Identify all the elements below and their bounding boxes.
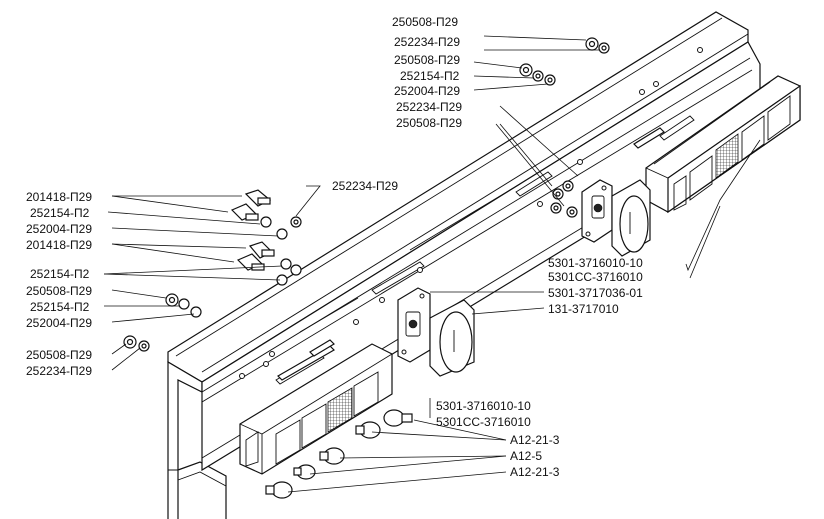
- label-250508-p29-second: 250508-П29: [394, 53, 461, 67]
- label-a12-5: А12-5: [510, 449, 543, 463]
- label-252234-p29-top: 252234-П29: [394, 35, 461, 49]
- label-252004-p29-top: 252004-П29: [394, 84, 461, 98]
- tail-lamp-right: [633, 75, 801, 214]
- label-252154-p2-top: 252154-П2: [400, 69, 460, 83]
- bulb-3: [319, 447, 345, 465]
- label-250508-p29-b: 250508-П29: [26, 284, 93, 298]
- label-5301-3716010-10-left: 5301-3716010-10: [436, 399, 531, 413]
- label-201418-p29-a: 201418-П29: [26, 190, 93, 204]
- lamp-bracket-upper: [581, 179, 613, 243]
- bulb-1: [383, 409, 413, 427]
- label-252234-p29-mid: 252234-П29: [396, 100, 463, 114]
- fasteners: [123, 37, 610, 352]
- label-252234-p29-c: 252234-П29: [26, 364, 93, 378]
- leader-lines: [103, 35, 761, 493]
- label-a12-21-3-lower: А12-21-3: [510, 465, 560, 479]
- bulb-5: [265, 481, 293, 499]
- label-a12-21-3-upper: А12-21-3: [510, 433, 560, 447]
- lamp-bracket-lower: [397, 287, 431, 363]
- label-252154-p2-a: 252154-П2: [30, 206, 90, 220]
- label-201418-p29-b: 201418-П29: [26, 238, 93, 252]
- label-252154-p2-c: 252154-П2: [30, 300, 90, 314]
- label-250508-p29-mid: 250508-П29: [396, 116, 463, 130]
- label-252004-p29-a: 252004-П29: [26, 222, 93, 236]
- license-plate-lamp-lower: [429, 299, 475, 377]
- bulb-2: [355, 421, 381, 439]
- label-5301-3716010-10-right: 5301-3716010-10: [548, 256, 643, 270]
- label-5301-3717036-01: 5301-3717036-01: [548, 286, 643, 300]
- license-plate-lamp-upper: [611, 179, 651, 257]
- label-252004-p29-b: 252004-П29: [26, 316, 93, 330]
- bulb-4: [293, 464, 316, 480]
- label-5301cc-3716010-right: 5301СС-3716010: [548, 270, 643, 284]
- label-252234-p29-right: 252234-П29: [332, 179, 399, 193]
- label-250508-p29-c: 250508-П29: [26, 348, 93, 362]
- label-131-3717010: 131-3717010: [548, 302, 619, 316]
- label-252154-p2-b: 252154-П2: [30, 267, 90, 281]
- tail-lamp-left: [239, 339, 393, 475]
- label-5301cc-3716010-left: 5301СС-3716010: [436, 415, 531, 429]
- label-250508-p29-top: 250508-П29: [392, 15, 459, 29]
